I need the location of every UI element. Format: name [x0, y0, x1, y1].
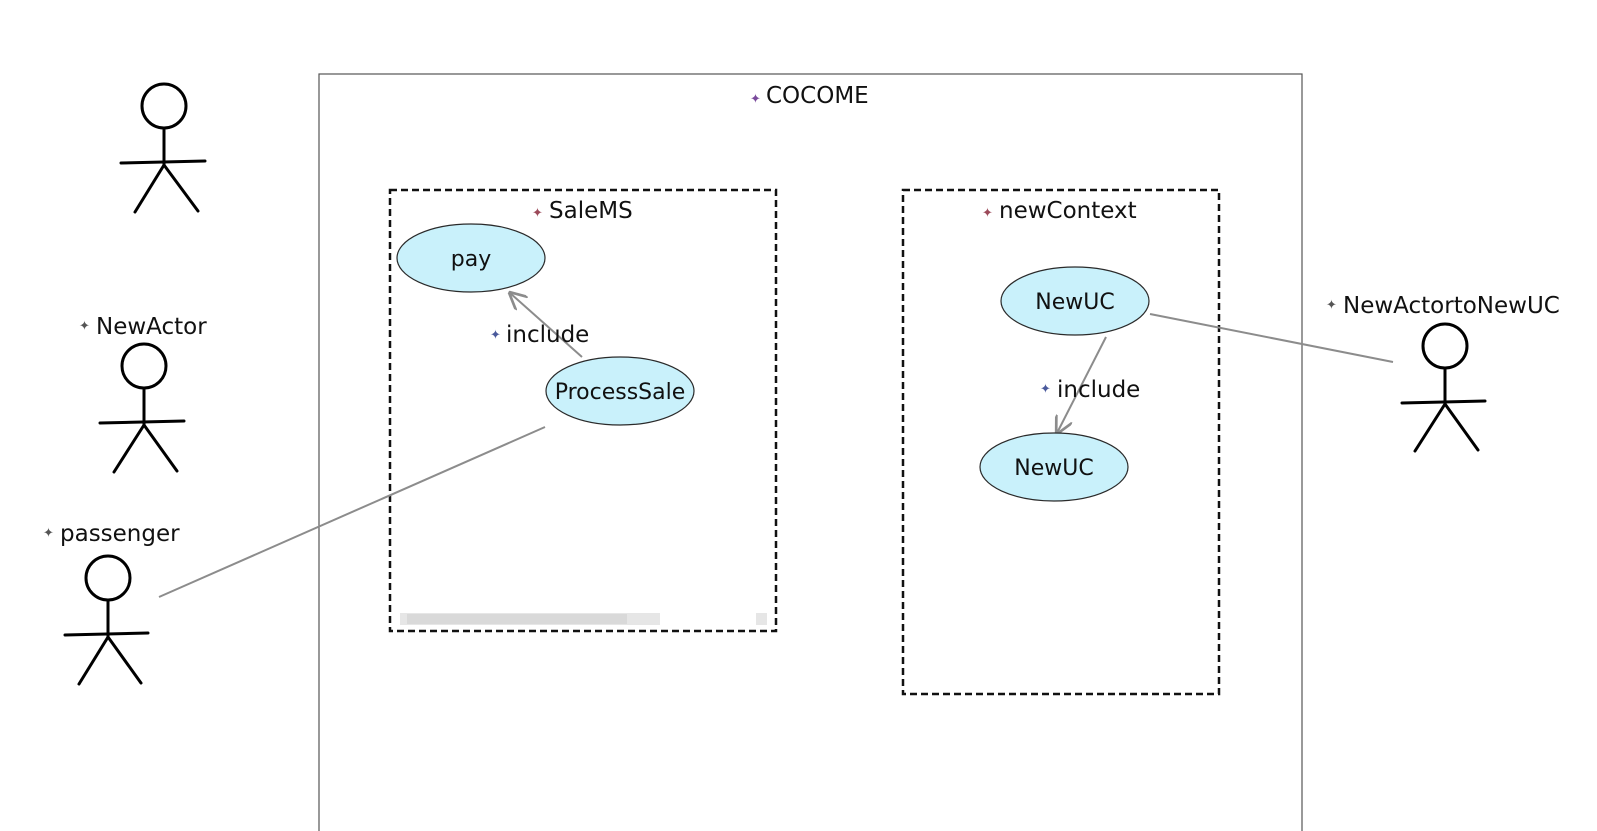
association-newactortonewuc-newuc[interactable] — [1149, 313, 1394, 363]
context-salems[interactable]: ✦ SaleMS — [388, 188, 778, 633]
use-case-pay[interactable]: pay — [396, 223, 546, 293]
use-case-processsale[interactable]: ProcessSale — [545, 356, 695, 426]
actor-passenger[interactable]: ✦ passenger — [43, 521, 180, 686]
stick-figure-icon — [63, 554, 150, 686]
include-arrow-newuc-to-newuc[interactable] — [1057, 336, 1107, 433]
use-case-label: NewUC — [1014, 456, 1093, 481]
stick-figure-icon — [98, 342, 186, 474]
svg-text:include: include — [1057, 377, 1140, 403]
sparkle-icon: ✦ — [490, 327, 501, 342]
svg-text:include: include — [506, 322, 589, 348]
actor-name: NewActor — [96, 314, 207, 340]
association-passenger-processsale[interactable] — [158, 426, 546, 598]
actor-newactor[interactable]: ✦ NewActor — [79, 314, 207, 474]
use-case-label: pay — [451, 247, 491, 272]
sparkle-icon: ✦ — [1326, 297, 1337, 312]
include-label-2: ✦ include — [1040, 377, 1140, 403]
actor-unnamed[interactable] — [119, 82, 207, 214]
use-case-newuc-2[interactable]: NewUC — [979, 432, 1129, 502]
use-case-newuc-1[interactable]: NewUC — [1000, 266, 1150, 336]
context-newcontext[interactable]: ✦ newContext — [901, 188, 1221, 696]
use-case-label: NewUC — [1035, 290, 1114, 315]
actor-name: NewActortoNewUC — [1343, 293, 1560, 319]
actor-name: passenger — [60, 521, 180, 547]
actor-newactortonewuc[interactable]: ✦ NewActortoNewUC — [1326, 293, 1560, 453]
sparkle-icon: ✦ — [532, 205, 543, 220]
sparkle-icon: ✦ — [1040, 381, 1051, 396]
context-name-salems: SaleMS — [549, 198, 633, 224]
sparkle-icon: ✦ — [43, 525, 54, 540]
context-name-newcontext: newContext — [999, 198, 1137, 224]
stick-figure-icon — [1400, 322, 1487, 453]
sparkle-icon: ✦ — [750, 91, 761, 106]
system-name: COCOME — [766, 83, 869, 109]
include-label-1: ✦ include — [490, 322, 589, 348]
sparkle-icon: ✦ — [79, 318, 90, 333]
scrollbar-corner — [756, 613, 767, 625]
use-case-label: ProcessSale — [555, 380, 686, 405]
include-arrow-processsale-to-pay[interactable] — [510, 293, 583, 358]
stick-figure-icon — [119, 82, 207, 214]
sparkle-icon: ✦ — [982, 205, 993, 220]
scrollbar-thumb[interactable] — [407, 614, 627, 624]
system-boundary[interactable]: ✦ COCOME — [318, 73, 1303, 831]
